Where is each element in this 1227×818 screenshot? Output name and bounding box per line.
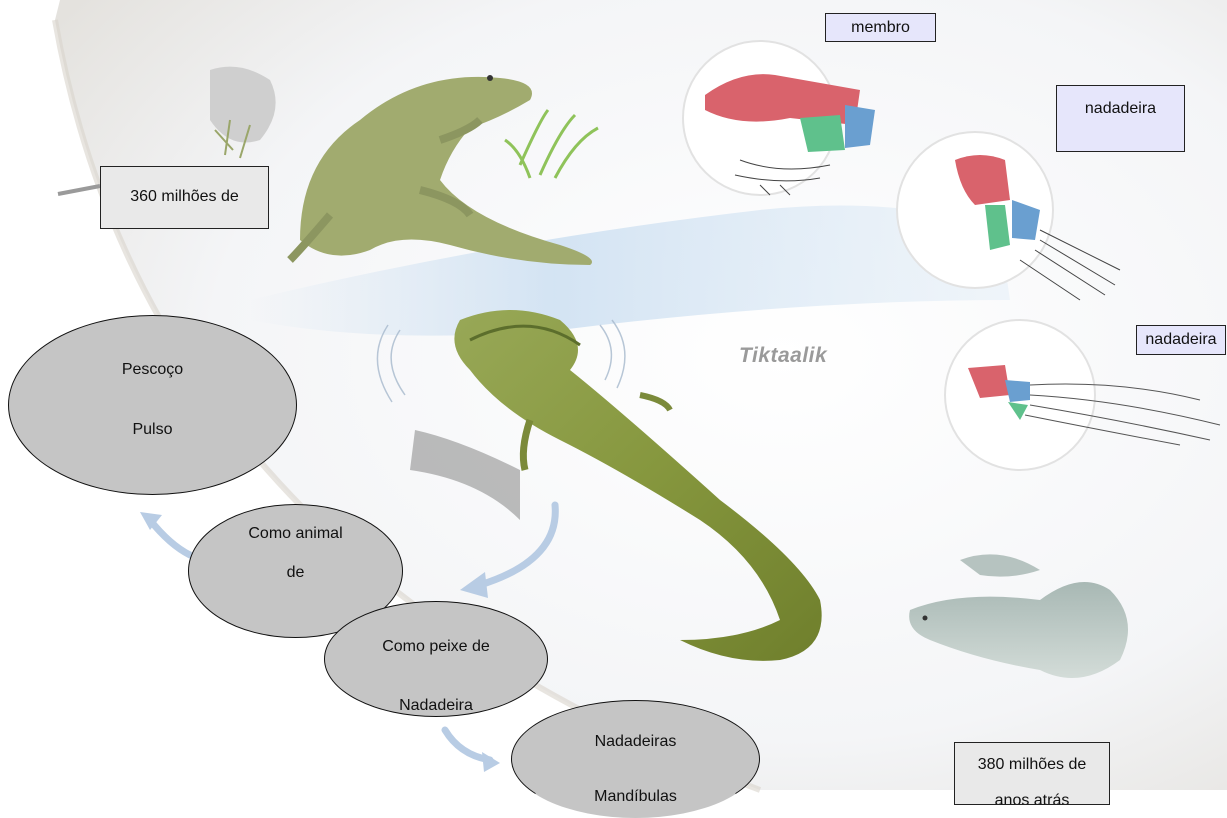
trait-oval-fish: Nadadeiras Mandíbulas — [511, 700, 760, 818]
label-membro: membro — [825, 13, 936, 42]
pointer-line — [58, 186, 100, 194]
label-nadadeira-mid: nadadeira — [1136, 325, 1226, 355]
species-caption: Tiktaalik — [739, 344, 827, 368]
arrowhead-icon — [482, 752, 500, 772]
trait-oval-tetrapod: Pescoço Pulso — [8, 315, 297, 495]
label-360-million-years: 360 milhões de — [100, 166, 269, 229]
trait-oval-tiktaalik-fish: Como peixe de Nadadeira — [324, 601, 548, 717]
label-nadadeira-top: nadadeira — [1056, 85, 1185, 152]
label-380-million-years: 380 milhões de anos atrás — [954, 742, 1110, 805]
